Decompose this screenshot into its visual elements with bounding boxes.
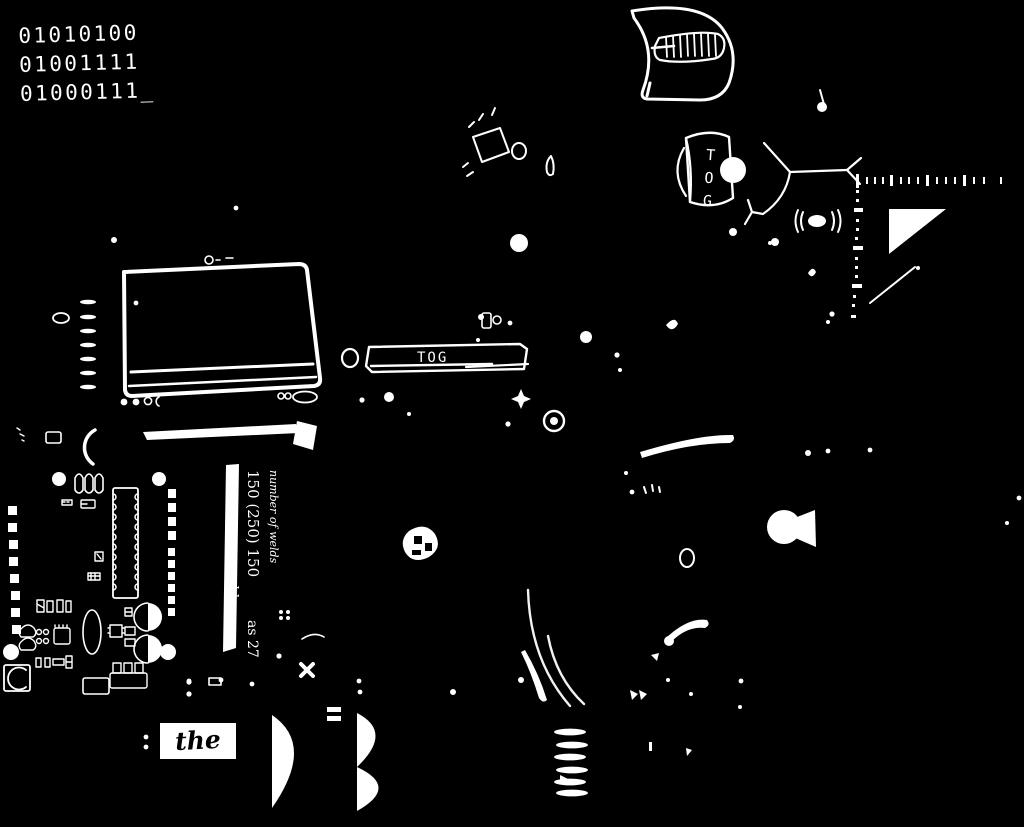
- the-label-box: the: [160, 723, 236, 759]
- the-label-text: the: [174, 724, 222, 757]
- binary-display-text: 01010100 01001111 01000111_: [18, 20, 156, 106]
- annotation-line-4: 150 (250) 150: [244, 470, 262, 578]
- bottom-strokes: [518, 650, 692, 756]
- display-bezel: [122, 262, 323, 398]
- tog-knob-letter-1: T: [705, 145, 716, 165]
- bowtie-icon: [767, 510, 816, 547]
- brand-glyphs: [143, 707, 379, 811]
- tog-knob-letter-2: O: [703, 168, 715, 188]
- tog-knob[interactable]: [676, 131, 746, 207]
- flash-rectangle-icon: [462, 107, 555, 177]
- bottom-left-dots: [186, 679, 192, 697]
- display-top-indicator: [204, 255, 234, 265]
- vertical-ruler-icon: [52, 299, 97, 466]
- antenna-branches: [743, 89, 863, 226]
- blade-wedge-icon: [143, 421, 317, 652]
- circuit-board-icon: [3, 487, 363, 697]
- blade-side-marks: [276, 610, 325, 678]
- horizontal-ruler-icon: [856, 174, 1002, 188]
- scatter-dots: [111, 205, 1022, 709]
- half-circle-components: [133, 602, 162, 664]
- right-curves: [640, 434, 734, 646]
- tog-bar[interactable]: [340, 312, 530, 374]
- coil-spring-icon: [554, 728, 588, 797]
- die-cube-icon: [402, 526, 438, 561]
- display-bottom-controls: [120, 390, 318, 407]
- device-shell: [630, 6, 735, 102]
- annotation-line-3: weld: [225, 566, 240, 598]
- wireless-signal-icon: [794, 209, 842, 233]
- tog-knob-letter-3: G: [702, 191, 713, 211]
- grille-icon: [653, 31, 726, 63]
- large-arc: [526, 588, 586, 708]
- left-misc-marks: [16, 427, 166, 509]
- annotation-line-2: as 27: [244, 620, 260, 658]
- annotation-line-1: number of welds: [267, 470, 280, 564]
- tog-bar-label: TOG: [417, 350, 449, 366]
- target-dot-icon: [542, 409, 566, 433]
- sparkle-icon: [511, 389, 531, 409]
- vertical-ruler-right-icon: [851, 190, 863, 318]
- right-triangle-icon: [869, 209, 946, 304]
- handwritten-annotation: number of welds 150 (250) 150 weld as 27: [218, 470, 280, 658]
